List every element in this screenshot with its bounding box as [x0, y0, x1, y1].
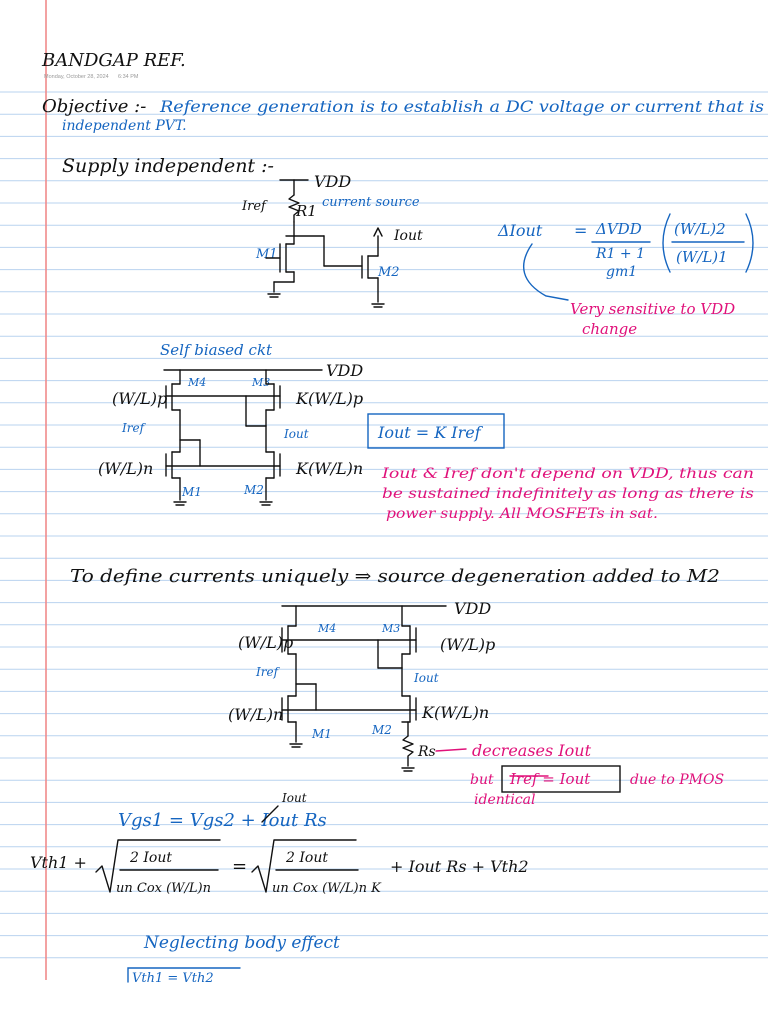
s3-circuit: [281, 605, 447, 772]
s1-m2-label: M2: [377, 265, 400, 280]
s1-r1-note: current source: [322, 195, 420, 210]
svg-text:=: =: [574, 221, 587, 240]
s3-identical: identical: [474, 792, 536, 808]
s2-wl-n: (W/L)n: [98, 459, 153, 478]
s1-eq-ratio-den: (W/L)1: [676, 248, 728, 266]
footer-partial-eq: Vth1 = Vth2: [132, 971, 214, 986]
s1-r1-label: R1: [295, 202, 317, 220]
s3-vdd-label: VDD: [454, 599, 491, 618]
section3-title: To define currents uniquely ⇒ source deg…: [70, 566, 720, 587]
s3-rs-note: decreases Iout: [472, 741, 592, 760]
svg-text:=: =: [232, 856, 247, 877]
s2-m4-label: M4: [187, 376, 206, 389]
eq-main-tail: + Iout Rs + Vth2: [390, 857, 529, 876]
s3-wl-p-right: (W/L)p: [440, 635, 495, 654]
s2-circuit: [163, 369, 323, 506]
objective-line-1: Reference generation is to establish a D…: [159, 97, 764, 116]
eq-vgs: Vgs1 = Vgs2 + Iout Rs: [118, 810, 327, 831]
s3-m1: M1: [311, 727, 332, 741]
s3-boxed-eq: Iref = Iout: [509, 770, 591, 788]
s1-iout-label: Iout: [393, 228, 423, 244]
s2-boxed-eq: Iout = K Iref: [377, 423, 484, 442]
objective-line-2: independent PVT.: [62, 118, 187, 134]
s3-kwl-n: K(W/L)n: [421, 703, 489, 722]
eq-lhs-den: un Cox (W/L)n: [116, 881, 211, 896]
s1-eq-den-b: gm1: [606, 264, 637, 280]
s3-due-text: due to PMOS: [630, 772, 724, 788]
page-date: Monday, October 28, 2024: [44, 74, 109, 80]
s3-rs: Rs: [417, 744, 436, 760]
eq-rhs-den: un Cox (W/L)n K: [272, 881, 382, 896]
eq-rhs-num: 2 Iout: [285, 850, 328, 866]
eq-main-lhs: Vth1 +: [30, 853, 87, 872]
s2-m2: M2: [243, 483, 264, 497]
s1-iref-label: Iref: [241, 199, 268, 214]
s2-m1: M1: [181, 485, 202, 499]
s1-m1-label: M1: [255, 247, 278, 262]
eq-iout-overwrite: Iout: [281, 791, 307, 805]
s3-m4-label: M4: [317, 622, 336, 635]
s3-iout: Iout: [413, 671, 439, 685]
s2-note-2: be sustained indefinitely as long as the…: [382, 486, 754, 502]
s2-kwl-p: K(W/L)p: [295, 389, 363, 408]
s3-iref: Iref: [255, 665, 281, 679]
s1-eq-num: ΔVDD: [595, 220, 642, 238]
objective-label: Objective :-: [42, 96, 146, 117]
s2-iref: Iref: [121, 421, 147, 435]
s1-circuit: [265, 179, 385, 308]
s2-boxed-eq-frame: [367, 413, 505, 449]
s1-eq-lhs: ΔIout: [497, 221, 543, 240]
eq-lhs-num: 2 Iout: [129, 850, 172, 866]
s1-note-1: Very sensitive to VDD: [570, 300, 735, 318]
s3-m3-label: M3: [381, 622, 400, 635]
page-time: 6:34 PM: [118, 74, 139, 80]
neglecting-body-effect: Neglecting body effect: [143, 933, 340, 953]
s2-note-1: Iout & Iref don't depend on VDD, thus ca…: [381, 466, 754, 482]
s2-iout: Iout: [283, 427, 309, 441]
s3-m2: M2: [371, 723, 392, 737]
s3-but: but: [470, 772, 494, 788]
s1-note-2: change: [582, 320, 637, 338]
s3-boxed-eq-frame: [501, 765, 621, 793]
ruled-lines: [0, 91, 768, 959]
section2-title: Self biased ckt: [160, 341, 273, 359]
s2-m3-label: M3: [251, 376, 270, 389]
s1-eq-den-a: R1 + 1: [595, 246, 645, 262]
section1-title: Supply independent :-: [62, 155, 274, 177]
s2-note-3: power supply. All MOSFETs in sat.: [386, 506, 658, 522]
page-title: BANDGAP REF.: [41, 50, 186, 71]
s2-vdd-label: VDD: [326, 361, 363, 380]
s2-wl-p: (W/L)p: [112, 389, 167, 408]
s1-vdd-label: VDD: [314, 172, 351, 191]
s3-wl-n: (W/L)n: [228, 705, 283, 724]
s3-wl-p: (W/L)p: [238, 633, 293, 652]
s1-eq-ratio-num: (W/L)2: [674, 220, 726, 238]
s2-kwl-n: K(W/L)n: [295, 459, 363, 478]
